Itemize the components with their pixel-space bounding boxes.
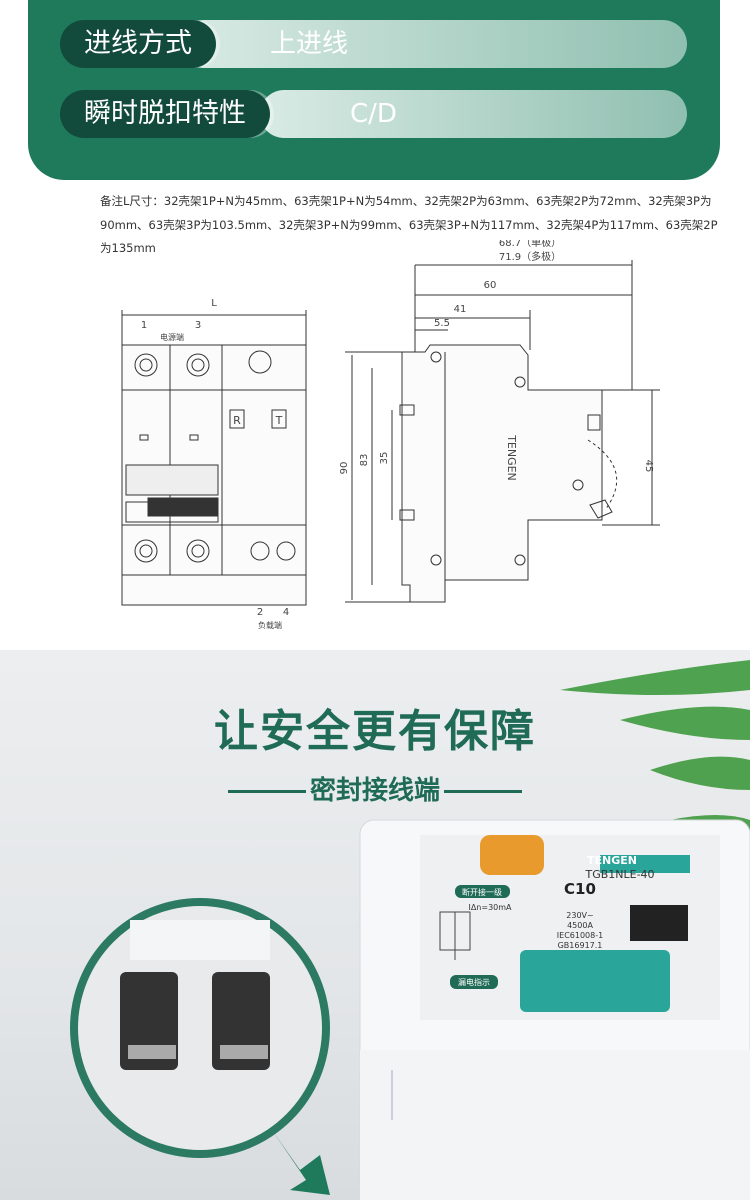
device-spec-gb: GB16917.1 [558,941,603,950]
promo-art: TENGEN TGB1NLE-40 C10 断开接一级 IΔn=30mA 230… [70,660,750,1200]
dim-45: 45 [643,460,654,473]
terminal-4: 4 [283,607,289,618]
device-brand: TENGEN [587,854,637,867]
dim-41: 41 [454,304,467,315]
spec-label: 瞬时脱扣特性 [60,90,270,138]
promo-section: TENGEN TGB1NLE-40 C10 断开接一级 IΔn=30mA 230… [0,650,750,1200]
dim-5-5: 5.5 [434,318,450,329]
terminal-3: 3 [195,320,201,331]
spec-row-wiring: 进线方式 上进线 [60,20,687,68]
dim-single-pole: 68.7（单极） [499,240,561,249]
side-brand-label: TENGEN [505,434,518,481]
promo-subtitle-row: 密封接线端 [0,770,750,807]
spec-value: C/D [350,99,397,129]
dim-83: 83 [359,454,370,467]
spec-label: 进线方式 [60,20,216,68]
terminal-closeup-image [70,898,330,1158]
device-spec-idn: IΔn=30mA [468,903,512,912]
device-spec-voltage: 230V~ [566,911,593,920]
subtitle-rule-right [444,790,522,793]
promo-title: 让安全更有保障 [214,706,536,757]
terminal-2: 2 [257,607,263,618]
dim-60: 60 [484,280,497,291]
arrow-icon [265,1120,330,1195]
side-view-body [401,344,603,603]
spec-value: 上进线 [270,29,349,59]
device-tag: 断开接一级 [462,887,502,897]
device-model: TGB1NLE-40 [584,868,654,881]
dim-l-label: L [211,298,217,309]
mark-r: R [233,414,241,427]
terminal-1: 1 [141,320,147,331]
dim-35: 35 [379,452,390,465]
dimension-note: 备注L尺寸：32壳架1P+N为45mm、63壳架1P+N为54mm、32壳架2P… [100,194,718,255]
device-rating: C10 [564,880,596,898]
load-end-label: 负载端 [258,620,282,630]
spec-track [180,20,687,68]
spec-track [260,90,687,138]
mark-t: T [275,414,283,427]
breaker-image [359,819,750,1200]
subtitle-rule-left [227,790,306,793]
spec-row-trip: 瞬时脱扣特性 C/D [60,90,687,138]
device-button-label: 漏电指示 [458,977,490,987]
device-spec-capacity: 4500A [567,921,593,930]
dim-90: 90 [339,462,350,475]
power-end-label: 电源端 [160,332,184,342]
device-spec-iec: IEC61008-1 [557,931,603,940]
dimension-diagram: L 1 3 电源端 R T 2 4 负载端 68.7（单极） 71.9（多极） … [121,240,660,630]
dim-multi-pole: 71.9（多极） [499,250,561,263]
promo-subtitle: 密封接线端 [309,776,440,806]
